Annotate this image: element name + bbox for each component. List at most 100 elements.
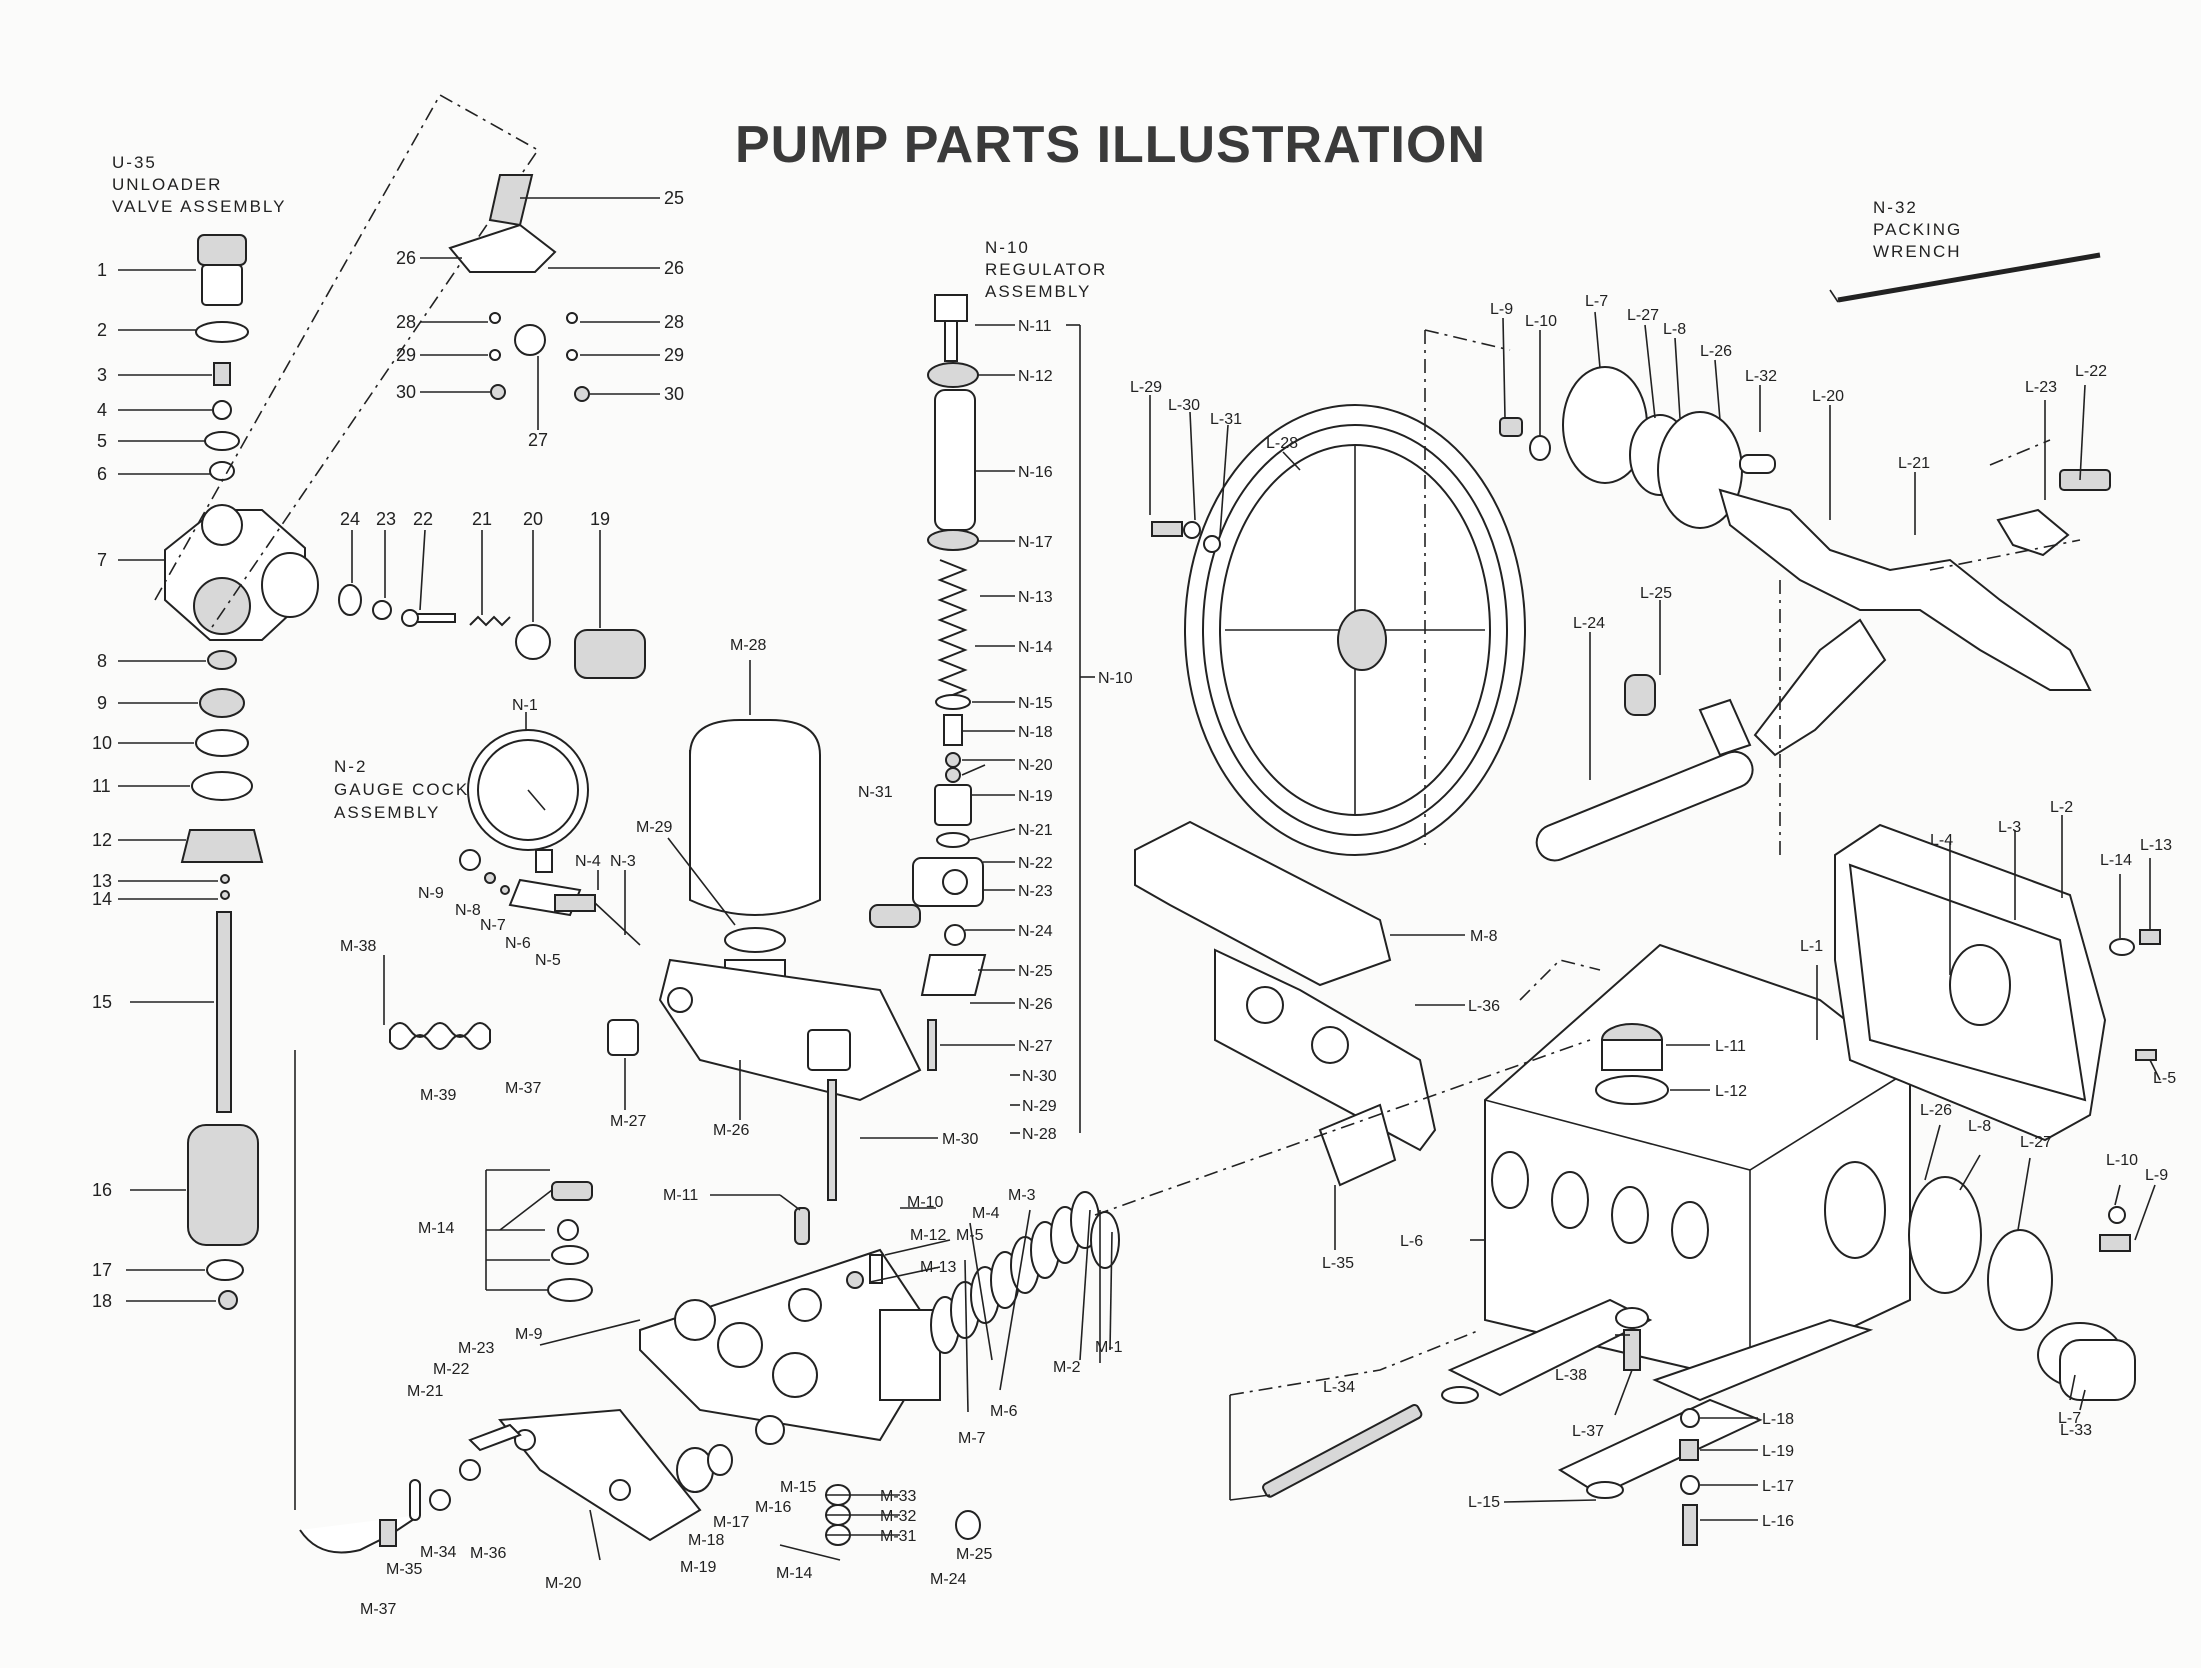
- callout-m23: M-23: [458, 1340, 495, 1357]
- pump-head-parts: [299, 1181, 1120, 1554]
- manifold-leaders: [383, 660, 938, 1139]
- callout-l5: L-5: [2153, 1070, 2176, 1087]
- callout-m5: M-5: [956, 1227, 984, 1244]
- gauge-cock-name-2: ASSEMBLY: [334, 803, 440, 822]
- callout-12: 12: [92, 830, 112, 850]
- side-callouts: 24 23 22 21 20 19 25 26 26 28 28 29 29 3…: [340, 188, 684, 529]
- callout-l21: L-21: [1898, 455, 1930, 472]
- callout-n27: N-27: [1018, 1038, 1053, 1055]
- callout-m1: M-1: [1095, 1339, 1123, 1356]
- callout-27: 27: [528, 430, 548, 450]
- page-title: PUMP PARTS ILLUSTRATION: [735, 116, 1486, 174]
- callout-m22: M-22: [433, 1361, 470, 1378]
- callout-23: 23: [376, 509, 396, 529]
- callout-m16: M-16: [755, 1499, 792, 1516]
- callout-l20: L-20: [1812, 388, 1844, 405]
- callout-30b: 30: [664, 384, 684, 404]
- pump-head-leaders: [485, 1169, 1113, 1561]
- callout-l7b: L-7: [2058, 1410, 2081, 1427]
- callout-m25: M-25: [956, 1546, 993, 1563]
- callout-l17: L-17: [1762, 1478, 1794, 1495]
- callout-n31: N-31: [858, 784, 893, 801]
- wrench-code: N-32: [1873, 198, 1918, 217]
- unloader-callouts: 1 2 3 4 5 6 7 8 9 10 11 12 13 14 15 16 1…: [92, 260, 112, 1311]
- callout-m3: M-3: [1008, 1187, 1036, 1204]
- gauge-leaders: [525, 712, 626, 935]
- callout-l4: L-4: [1930, 832, 1953, 849]
- callout-l1: L-1: [1800, 938, 1823, 955]
- callout-24: 24: [340, 509, 360, 529]
- callout-11: 11: [92, 776, 111, 796]
- crankshaft-parts: [1499, 252, 2111, 862]
- callout-1: 1: [97, 260, 107, 280]
- callout-n10: N-10: [1098, 670, 1133, 687]
- callout-n23: N-23: [1018, 883, 1053, 900]
- callout-l31: L-31: [1210, 411, 1242, 428]
- callout-n1: N-1: [512, 697, 538, 714]
- callout-8: 8: [97, 651, 107, 671]
- callout-m6: M-6: [990, 1403, 1018, 1420]
- callout-18: 18: [92, 1291, 112, 1311]
- callout-l27b: L-27: [2020, 1134, 2052, 1151]
- callout-m30: M-30: [942, 1131, 979, 1148]
- callout-m37b: M-37: [360, 1601, 397, 1618]
- callout-17: 17: [92, 1260, 112, 1280]
- manifold-callouts: M-28 M-29 M-38 M-39 M-37 M-27 M-26 M-30: [340, 637, 979, 1148]
- callout-l18: L-18: [1762, 1411, 1794, 1428]
- callout-n15: N-15: [1018, 695, 1053, 712]
- callout-m9: M-9: [515, 1326, 543, 1343]
- callout-m12: M-12: [910, 1227, 947, 1244]
- regulator-name-1: REGULATOR: [985, 260, 1107, 279]
- callout-28b: 28: [664, 312, 684, 332]
- callout-l9b: L-9: [2145, 1167, 2168, 1184]
- callout-10: 10: [92, 733, 112, 753]
- gauge-cock-code: N-2: [334, 757, 367, 776]
- callout-m35: M-35: [386, 1561, 423, 1578]
- callout-m31: M-31: [880, 1528, 917, 1545]
- callout-m24: M-24: [930, 1571, 967, 1588]
- callout-m33: M-33: [880, 1488, 917, 1505]
- manifold-parts: [294, 719, 922, 1510]
- callout-m4: M-4: [972, 1205, 1000, 1222]
- callout-l36: L-36: [1468, 998, 1500, 1015]
- callout-l25: L-25: [1640, 585, 1672, 602]
- crankcase-parts: [1134, 820, 2161, 1546]
- callout-9: 9: [97, 693, 107, 713]
- callout-13: 13: [92, 871, 112, 891]
- callout-n26: N-26: [1018, 996, 1053, 1013]
- callout-6: 6: [97, 464, 107, 484]
- callout-n4: N-4: [575, 853, 601, 870]
- callout-n5: N-5: [535, 952, 561, 969]
- callout-7: 7: [97, 550, 107, 570]
- callout-26b: 26: [664, 258, 684, 278]
- callout-l15: L-15: [1468, 1494, 1500, 1511]
- callout-l22: L-22: [2075, 363, 2107, 380]
- callout-m17: M-17: [713, 1514, 750, 1531]
- callout-n14: N-14: [1018, 639, 1053, 656]
- callout-19: 19: [590, 509, 610, 529]
- callout-25: 25: [664, 188, 684, 208]
- callout-m28: M-28: [730, 637, 767, 654]
- callout-m32: M-32: [880, 1508, 917, 1525]
- callout-n12: N-12: [1018, 368, 1053, 385]
- callout-m18: M-18: [688, 1532, 725, 1549]
- callout-2: 2: [97, 320, 107, 340]
- callout-n7: N-7: [480, 917, 506, 934]
- side-leaders: [351, 197, 660, 628]
- crankcase-leaders: [1094, 815, 2161, 1521]
- callout-m21: M-21: [407, 1383, 444, 1400]
- callout-m20: M-20: [545, 1575, 582, 1592]
- callout-m19: M-19: [680, 1559, 717, 1576]
- callout-m37a: M-37: [505, 1080, 542, 1097]
- callout-m38: M-38: [340, 938, 377, 955]
- callout-m14b: M-14: [776, 1565, 813, 1582]
- callout-20: 20: [523, 509, 543, 529]
- callout-l33: L-33: [2060, 1422, 2092, 1439]
- gauge-parts: [459, 729, 641, 946]
- callout-l6: L-6: [1400, 1233, 1423, 1250]
- callout-n29: N-29: [1022, 1098, 1057, 1115]
- callout-l3: L-3: [1998, 819, 2021, 836]
- callout-n13: N-13: [1018, 589, 1053, 606]
- callout-l12: L-12: [1715, 1083, 1747, 1100]
- callout-l26a: L-26: [1700, 343, 1732, 360]
